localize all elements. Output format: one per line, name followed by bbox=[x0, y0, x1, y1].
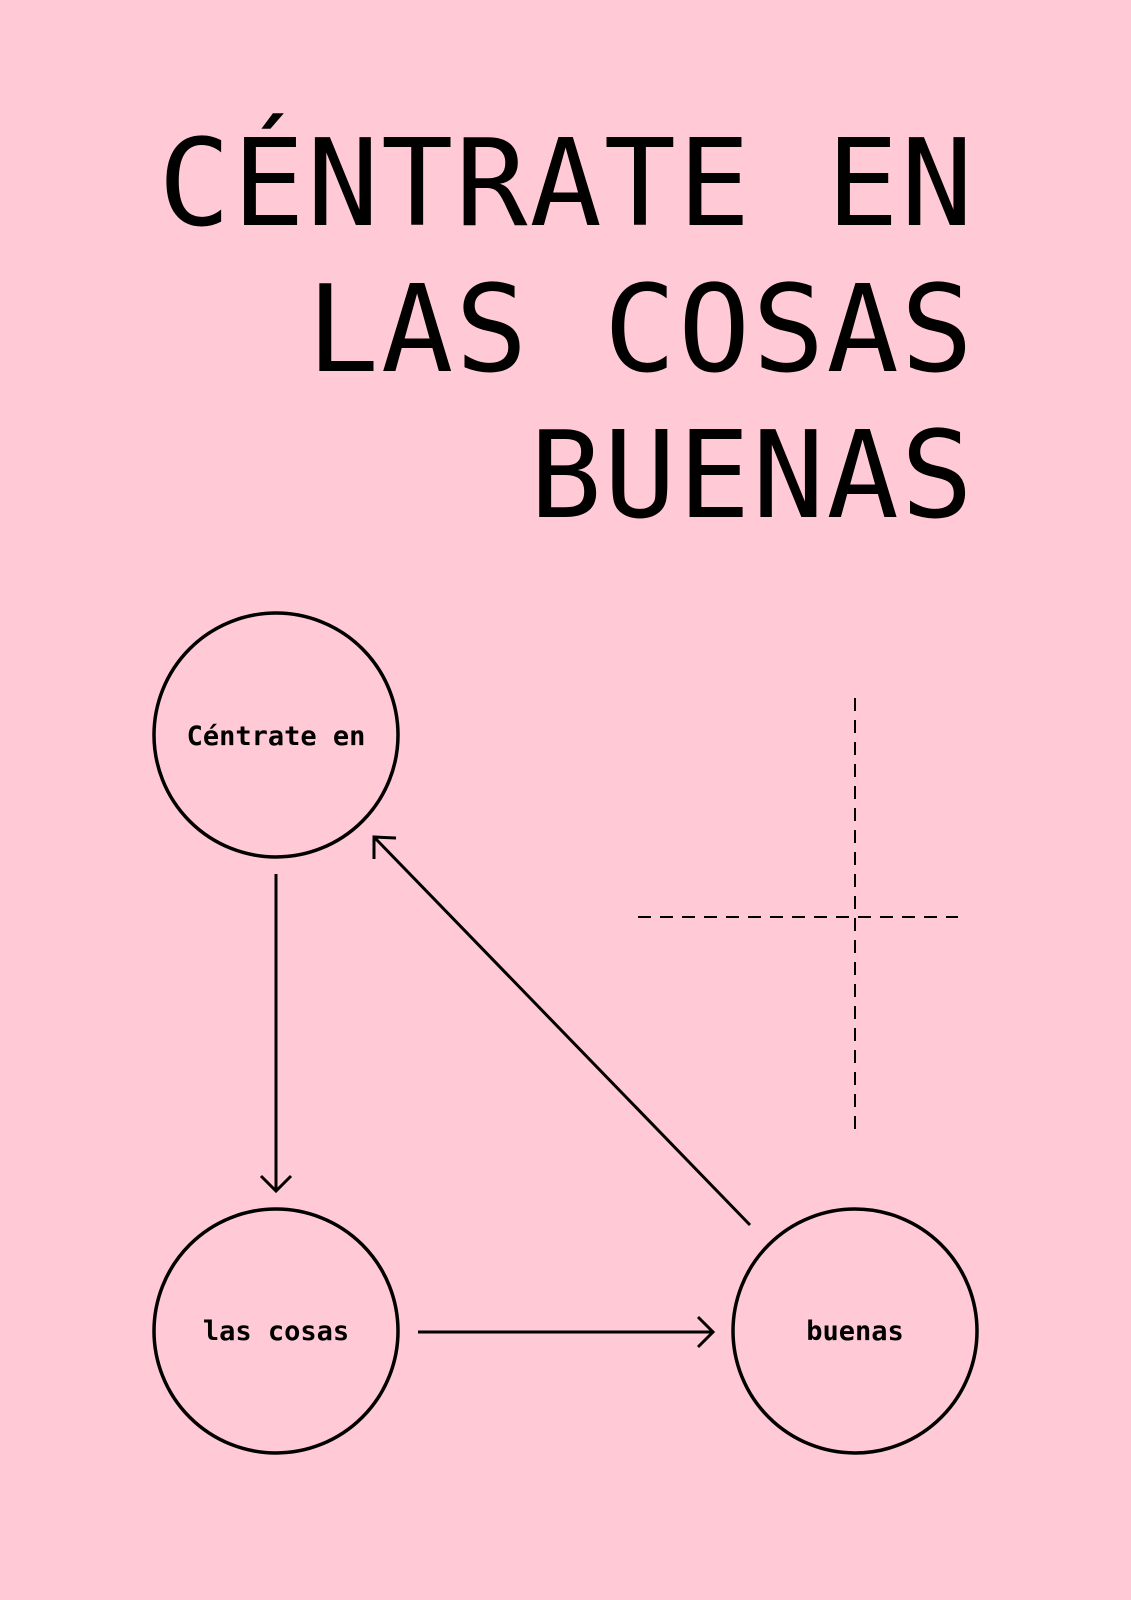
headline: CÉNTRATE EN LAS COSAS BUENAS bbox=[158, 112, 975, 550]
headline-line-1: CÉNTRATE EN bbox=[158, 115, 975, 254]
node-circle bbox=[152, 611, 400, 859]
edge-centrate-to-cosas bbox=[259, 874, 293, 1194]
node-centrate: Céntrate en bbox=[152, 611, 400, 859]
crosshair-decoration bbox=[638, 698, 958, 1135]
node-cosas: las cosas bbox=[152, 1207, 400, 1455]
arrowhead-up-left-icon bbox=[372, 835, 397, 859]
node-circle bbox=[731, 1207, 979, 1455]
node-label-centrate: Céntrate en bbox=[187, 721, 366, 752]
arrowhead-down-icon bbox=[259, 1174, 293, 1194]
edge-cosas-to-buenas bbox=[418, 1315, 716, 1349]
node-label-cosas: las cosas bbox=[203, 1316, 349, 1347]
node-label-buenas: buenas bbox=[806, 1316, 904, 1347]
edge-buenas-to-centrate bbox=[372, 835, 752, 1227]
node-buenas: buenas bbox=[731, 1207, 979, 1455]
arrowhead-right-icon bbox=[696, 1315, 716, 1349]
edge-line bbox=[372, 835, 752, 1227]
node-circle bbox=[152, 1207, 400, 1455]
headline-line-2: LAS COSAS bbox=[306, 261, 975, 400]
headline-line-3: BUENAS bbox=[529, 407, 975, 546]
